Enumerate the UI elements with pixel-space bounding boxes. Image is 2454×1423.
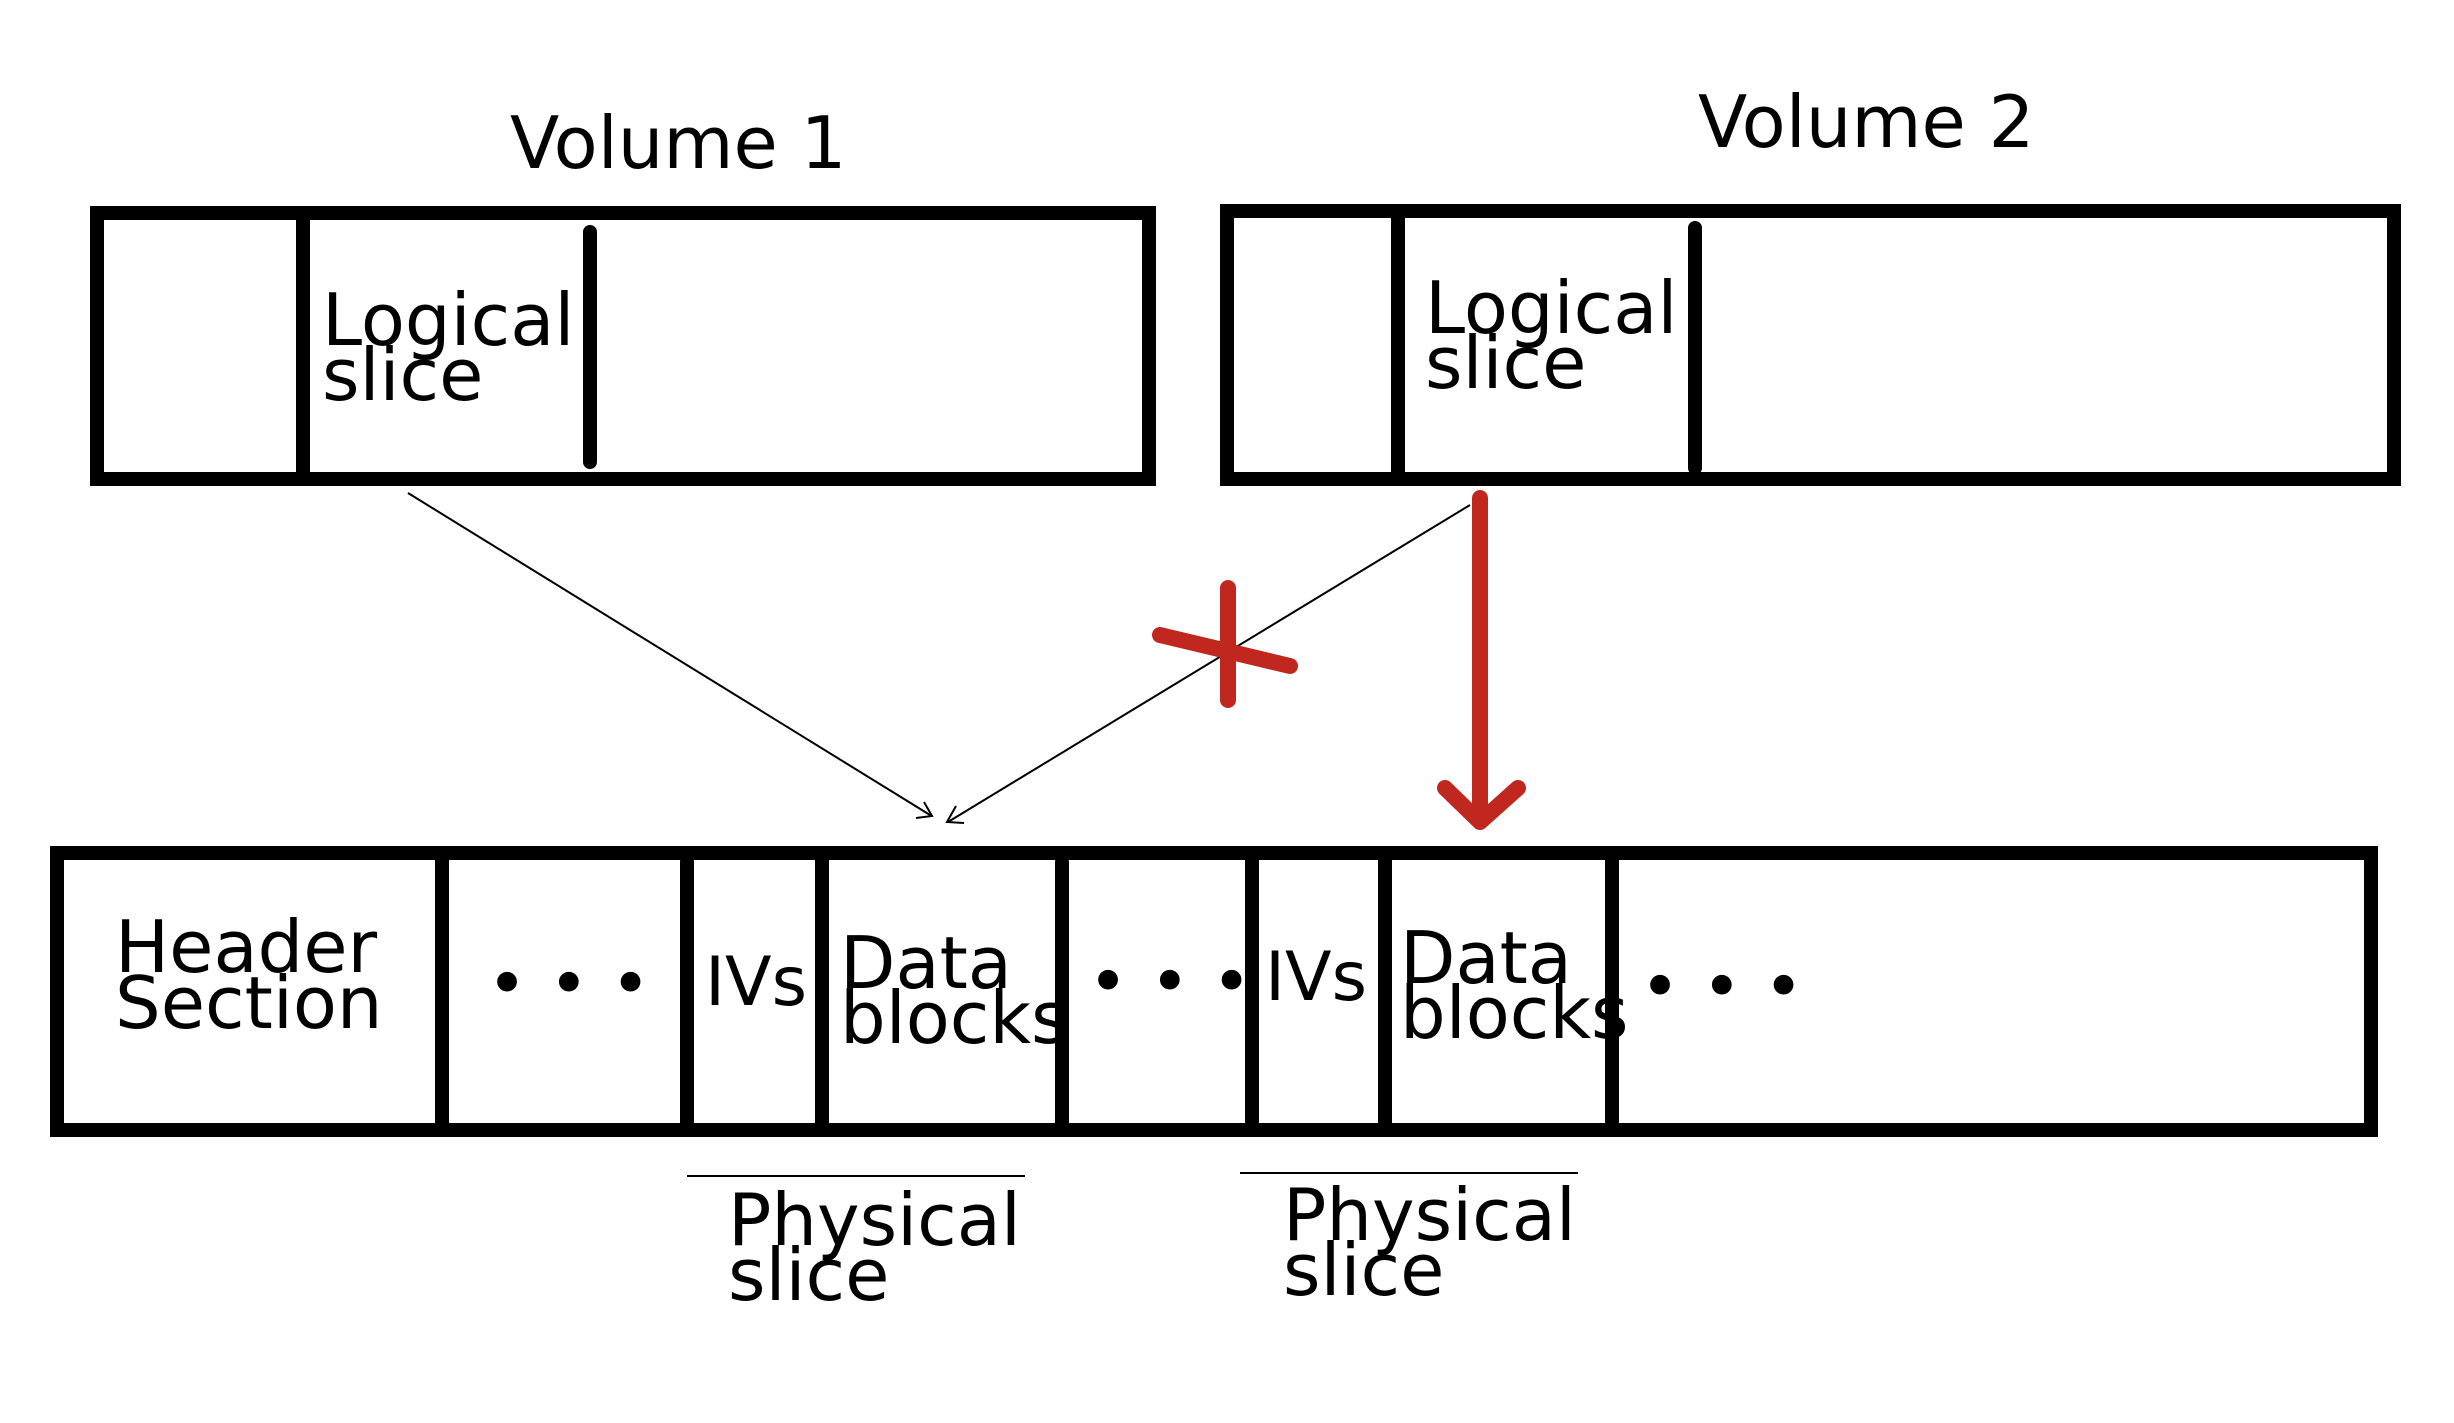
- physical-slice-2: Physical slice: [1240, 1172, 1578, 1312]
- mapping-arrows: [407, 492, 1471, 824]
- header-section: Header Section: [115, 905, 383, 1045]
- physical-slice-label-line1: Physical: [728, 1178, 1021, 1262]
- header-section-label-line1: Header: [115, 905, 378, 989]
- volume-1-logical-slice: Logical slice: [322, 278, 574, 417]
- header-section-label-line2: Section: [115, 961, 383, 1045]
- arrow-head-icon: [945, 805, 965, 824]
- data-blocks-cell-2: Data blocks: [1400, 916, 1629, 1055]
- physical-slice-label-line1: Physical: [1283, 1173, 1576, 1257]
- volume-2-title: Volume 2: [1698, 80, 2034, 164]
- volume-1-slice-label-line1: Logical: [322, 278, 574, 362]
- ellipsis-icon: • • •: [487, 945, 651, 1024]
- data-blocks-cell-1: Data blocks: [840, 921, 1069, 1060]
- physical-slice-label-line2: slice: [728, 1233, 889, 1317]
- physical-slice-1: Physical slice: [687, 1175, 1025, 1317]
- ellipsis-icon: • • •: [1088, 943, 1252, 1022]
- volume-2-logical-slice: Logical slice: [1425, 266, 1677, 405]
- volume-2: Volume 2 Logical slice: [1220, 80, 2401, 486]
- volume-1-title: Volume 1: [510, 101, 846, 185]
- volume-2-box: [1220, 204, 2401, 486]
- ivs-cell-1: IVs: [705, 943, 807, 1022]
- mapping-arrow-volume-2: [947, 504, 1471, 823]
- volume-2-slice-label-line2: slice: [1425, 321, 1586, 405]
- disk-layout: Header Section • • • • • • • • • IVs IVs…: [50, 846, 2378, 1137]
- data-blocks-label-line2: blocks: [840, 976, 1069, 1060]
- ivs-cell-2: IVs: [1265, 938, 1367, 1017]
- red-down-arrow-icon: [1437, 490, 1526, 830]
- cross-mark-icon: [1152, 580, 1298, 708]
- data-blocks-label-line1: Data: [840, 921, 1012, 1005]
- data-blocks-label-line1: Data: [1400, 916, 1572, 1000]
- data-blocks-label-line2: blocks: [1400, 971, 1629, 1055]
- arrow-head-icon: [915, 801, 934, 819]
- disk-box: [50, 846, 2378, 1137]
- volume-1-box: [90, 206, 1156, 486]
- physical-slice-label-line2: slice: [1283, 1228, 1444, 1312]
- volume-1-slice-label-line2: slice: [322, 333, 483, 417]
- volume-2-slice-label-line1: Logical: [1425, 266, 1677, 350]
- volume-1: Volume 1 Logical slice: [90, 101, 1156, 486]
- ellipsis-icon: • • •: [1640, 948, 1804, 1027]
- mapping-arrow-volume-1: [407, 492, 931, 816]
